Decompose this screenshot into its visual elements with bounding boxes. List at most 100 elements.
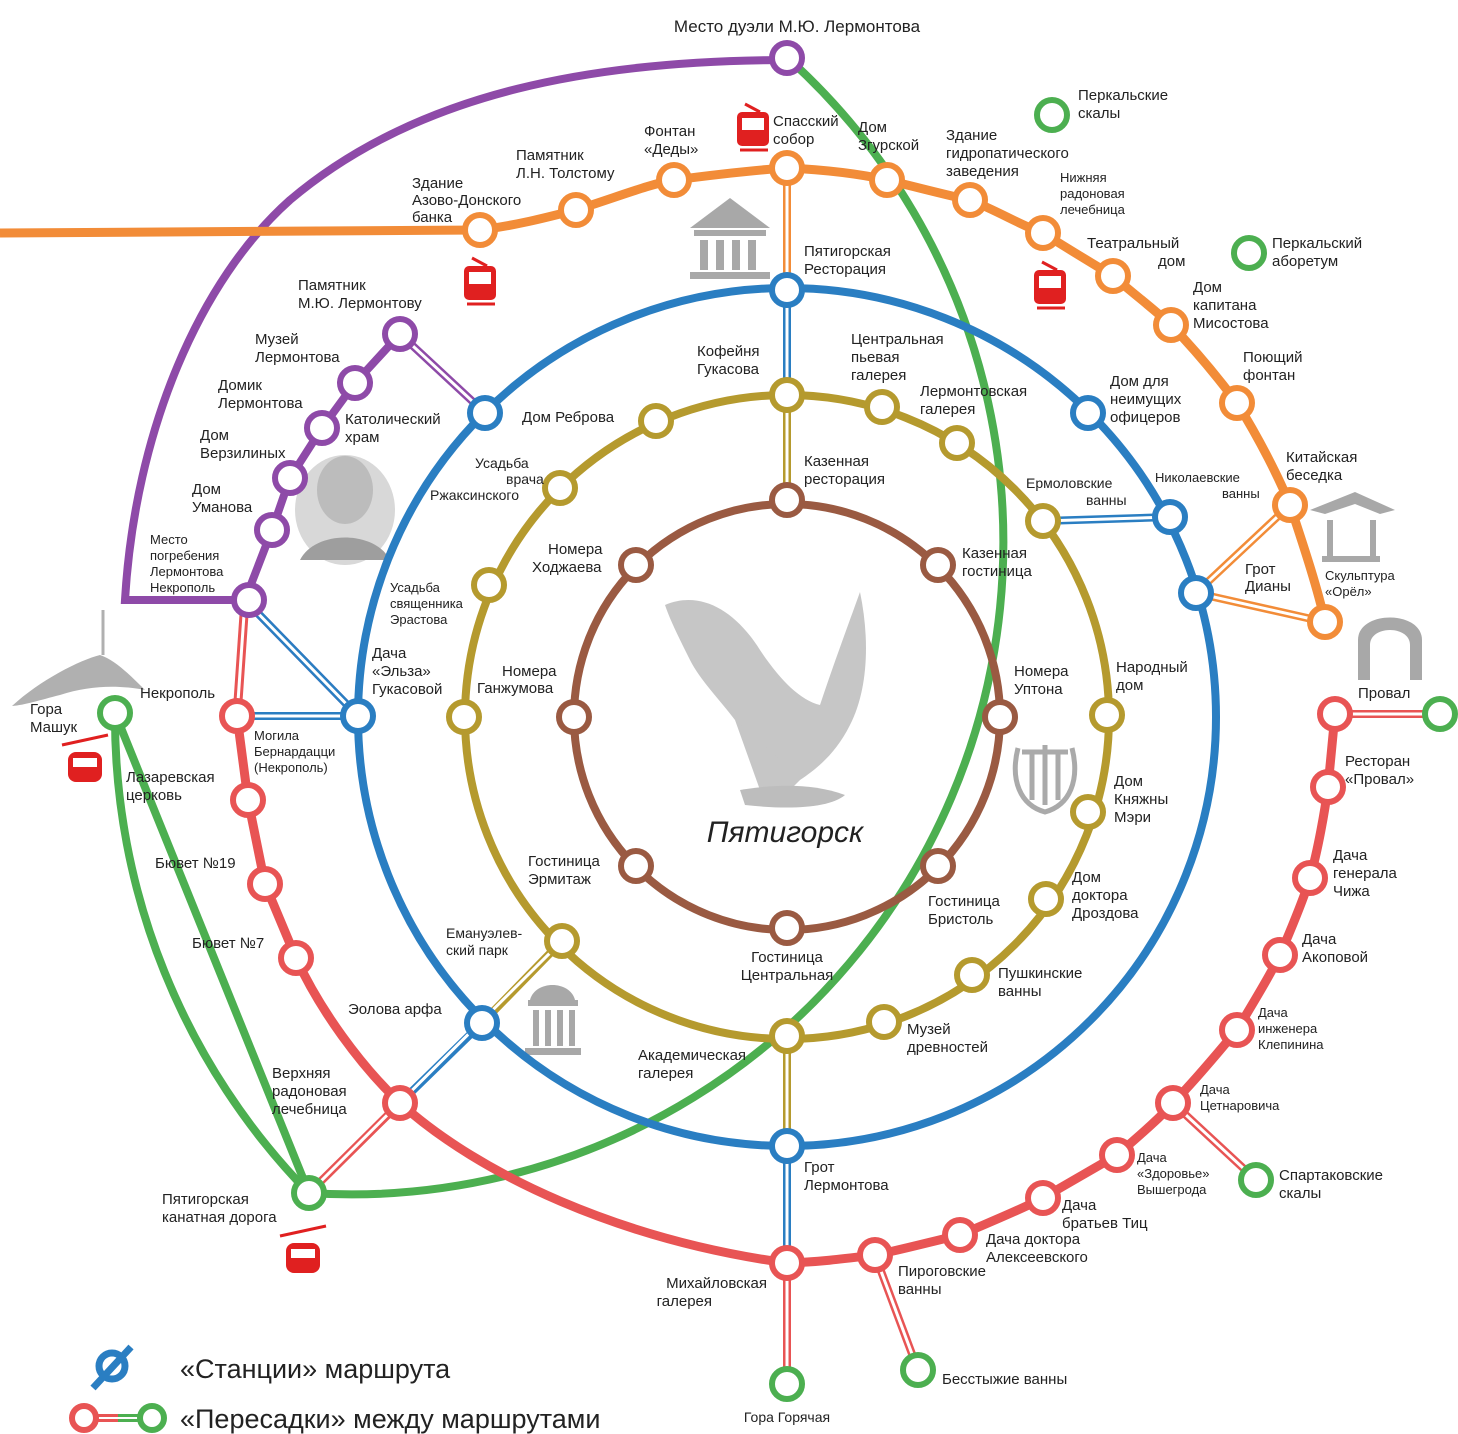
station-akopova[interactable] bbox=[1262, 937, 1298, 973]
station-mashuk[interactable] bbox=[97, 695, 133, 731]
station-necropol[interactable] bbox=[219, 698, 255, 734]
station-diana[interactable] bbox=[1178, 575, 1214, 611]
station-tsetnar[interactable] bbox=[1155, 1085, 1191, 1121]
label: Дача bbox=[1062, 1197, 1097, 1214]
label: Верхняя bbox=[272, 1065, 331, 1082]
label: ванны bbox=[998, 983, 1042, 1000]
label: Дача bbox=[1302, 931, 1337, 948]
green-route-line bbox=[110, 712, 312, 1196]
station-duel[interactable] bbox=[769, 40, 805, 76]
station-bristol[interactable] bbox=[920, 848, 956, 884]
station-rebrov[interactable] bbox=[638, 403, 674, 439]
label: Могила bbox=[254, 728, 300, 743]
station-gora-goryachaya[interactable] bbox=[769, 1366, 805, 1402]
label: Уманова bbox=[192, 499, 253, 516]
station-burial[interactable] bbox=[231, 582, 267, 618]
station-officers[interactable] bbox=[1070, 395, 1106, 431]
station-spassky[interactable] bbox=[769, 150, 805, 186]
station-emanuel[interactable] bbox=[544, 923, 580, 959]
station-hydro[interactable] bbox=[952, 182, 988, 218]
station-upper-radon[interactable] bbox=[382, 1085, 418, 1121]
station-dedy[interactable] bbox=[656, 162, 692, 198]
proval-arch-icon bbox=[1358, 617, 1422, 680]
station-alekseev[interactable] bbox=[942, 1217, 978, 1253]
label: Емануэлев- bbox=[446, 925, 523, 941]
station-coffee[interactable] bbox=[769, 377, 805, 413]
label: Бювет №19 bbox=[155, 855, 236, 872]
label: Музей bbox=[907, 1021, 951, 1038]
station-pushkin[interactable] bbox=[954, 957, 990, 993]
label: храм bbox=[345, 429, 380, 446]
station-zgurskoy[interactable] bbox=[869, 162, 905, 198]
station-perkal-rocks[interactable] bbox=[1034, 97, 1070, 133]
station-perkal-arboretum[interactable] bbox=[1231, 235, 1267, 271]
station-upton[interactable] bbox=[982, 699, 1018, 735]
station-antiq[interactable] bbox=[866, 1004, 902, 1040]
station-misostov[interactable] bbox=[1153, 307, 1189, 343]
label: Лермонтовская bbox=[920, 383, 1027, 400]
station-vyshegrod[interactable] bbox=[1099, 1137, 1135, 1173]
station-mikhail[interactable] bbox=[769, 1245, 805, 1281]
label: Чижа bbox=[1333, 883, 1370, 900]
station-grot-lermontov[interactable] bbox=[769, 1128, 805, 1164]
station-khodzhaev[interactable] bbox=[618, 547, 654, 583]
label: Перкальские bbox=[1078, 87, 1168, 104]
station-chinese[interactable] bbox=[1272, 487, 1308, 523]
label: Азово-Донского bbox=[412, 192, 521, 209]
station-catholic[interactable] bbox=[467, 395, 503, 431]
station-verzilin[interactable] bbox=[272, 460, 308, 496]
station-resto-proval[interactable] bbox=[1310, 769, 1346, 805]
station-rzhaksinsky[interactable] bbox=[542, 470, 578, 506]
label: Дом bbox=[858, 119, 887, 136]
station-eagle[interactable] bbox=[1307, 604, 1343, 640]
station-drozdov[interactable] bbox=[1028, 881, 1064, 917]
station-dacha-ganzhumov[interactable] bbox=[446, 699, 482, 735]
label: ванны bbox=[1222, 486, 1260, 501]
station-pirogov[interactable] bbox=[857, 1237, 893, 1273]
station-hermitage[interactable] bbox=[618, 848, 654, 884]
station-klepinin[interactable] bbox=[1219, 1012, 1255, 1048]
station-singing[interactable] bbox=[1219, 385, 1255, 421]
station-ganzhumov[interactable] bbox=[556, 699, 592, 735]
station-tits[interactable] bbox=[1025, 1180, 1061, 1216]
station-lazarev[interactable] bbox=[230, 782, 266, 818]
station-restoration[interactable] bbox=[769, 272, 805, 308]
station-azov[interactable] bbox=[462, 212, 498, 248]
station-eolova[interactable] bbox=[464, 1005, 500, 1041]
station-nikolaev[interactable] bbox=[1152, 499, 1188, 535]
station-narodny[interactable] bbox=[1089, 697, 1125, 733]
station-chizh[interactable] bbox=[1292, 860, 1328, 896]
station-monument-lermontov[interactable] bbox=[382, 316, 418, 352]
station-lerm-gallery[interactable] bbox=[939, 425, 975, 461]
station-central-gallery[interactable] bbox=[864, 389, 900, 425]
label: Дом bbox=[1193, 279, 1222, 296]
station-buvet19[interactable] bbox=[247, 866, 283, 902]
station-lower-radon[interactable] bbox=[1025, 215, 1061, 251]
station-elsa[interactable] bbox=[340, 698, 376, 734]
station-buvet7[interactable] bbox=[278, 940, 314, 976]
station-academic[interactable] bbox=[769, 1018, 805, 1054]
station-umanov[interactable] bbox=[254, 512, 290, 548]
station-kaz-hotel[interactable] bbox=[920, 547, 956, 583]
station-spartak[interactable] bbox=[1238, 1162, 1274, 1198]
label: Ходжаева bbox=[532, 559, 602, 576]
station-shameless[interactable] bbox=[900, 1352, 936, 1388]
station-museum-lermontov[interactable] bbox=[337, 365, 373, 401]
station-kanat[interactable] bbox=[291, 1175, 327, 1211]
station-erastov[interactable] bbox=[471, 567, 507, 603]
label: Центральная bbox=[741, 967, 834, 984]
station-proval[interactable] bbox=[1422, 696, 1458, 732]
station-kaz-rest[interactable] bbox=[769, 482, 805, 518]
label: Казенная bbox=[962, 545, 1027, 562]
label: Грот bbox=[1245, 561, 1276, 578]
station-mary[interactable] bbox=[1070, 794, 1106, 830]
label: врача bbox=[506, 471, 544, 487]
station-ermolov[interactable] bbox=[1025, 503, 1061, 539]
station-domik[interactable] bbox=[304, 410, 340, 446]
station-theatre[interactable] bbox=[1095, 258, 1131, 294]
station-proval-red[interactable] bbox=[1317, 696, 1353, 732]
label: Некрополь bbox=[150, 580, 215, 595]
label: погребения bbox=[150, 548, 219, 563]
station-central-hotel[interactable] bbox=[769, 910, 805, 946]
station-tolstoy[interactable] bbox=[558, 192, 594, 228]
